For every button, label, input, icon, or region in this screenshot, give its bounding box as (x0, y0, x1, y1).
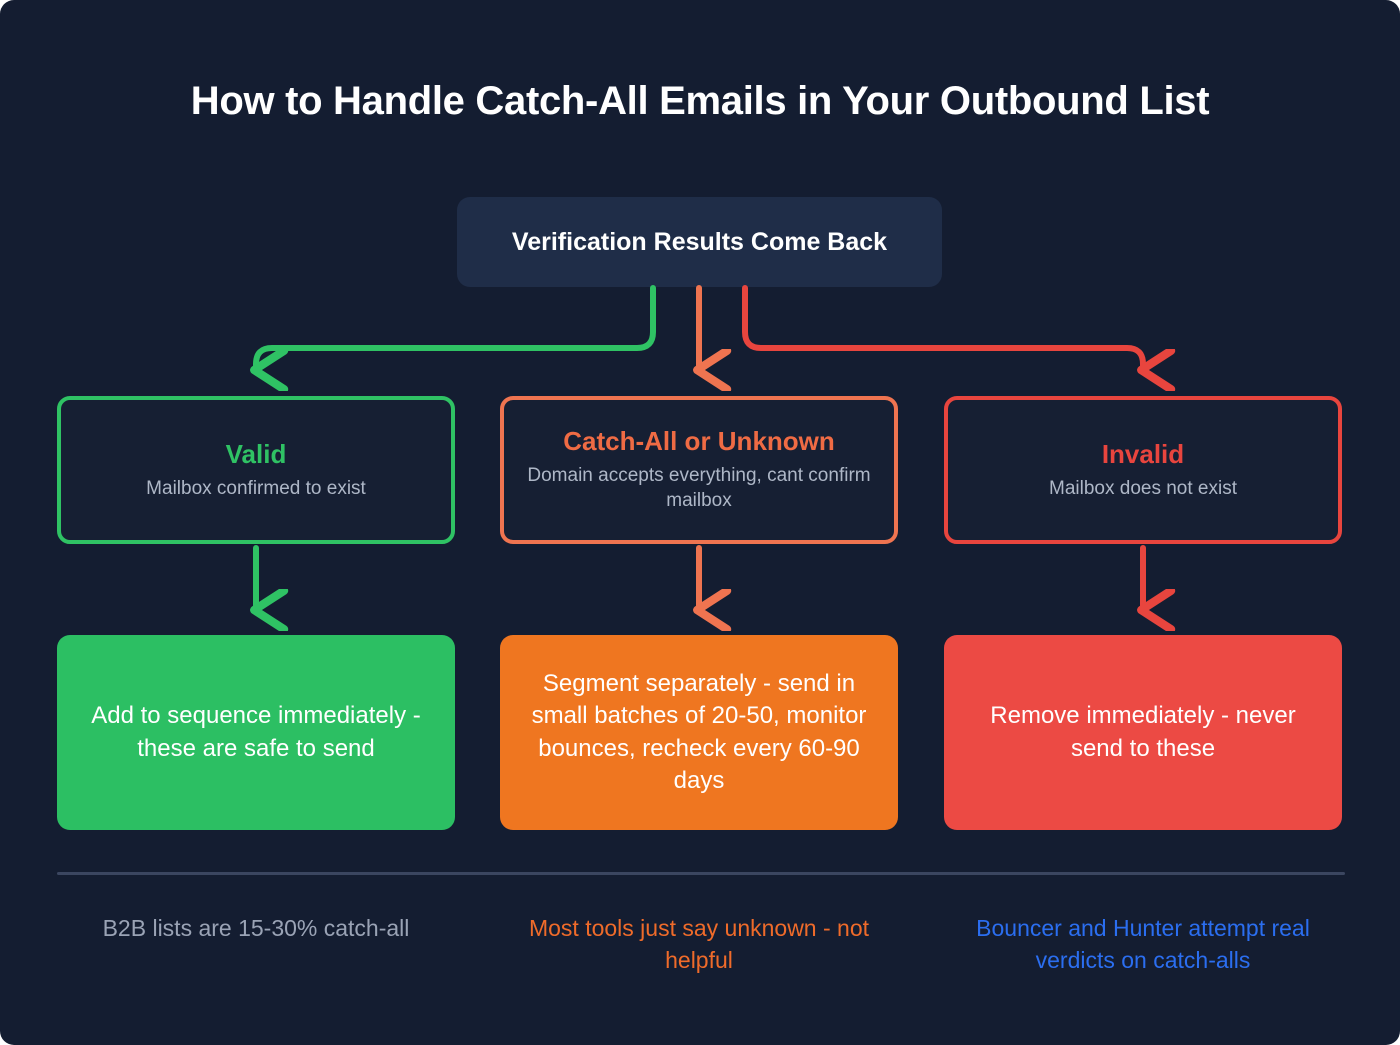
node-category-valid-subtitle: Mailbox confirmed to exist (146, 477, 366, 499)
connector-root-to-valid (256, 285, 656, 370)
node-category-invalid[interactable]: Invalid Mailbox does not exist (944, 396, 1342, 544)
connector-root-to-invalid (742, 285, 1143, 370)
node-category-catchall-title: Catch-All or Unknown (563, 426, 835, 457)
footer-note-invalid: Bouncer and Hunter attempt real verdicts… (976, 915, 1310, 974)
node-category-invalid-title: Invalid (1101, 438, 1185, 469)
footer-divider (57, 872, 1345, 875)
footer-note-catchall: Most tools just say unknown - not helpfu… (528, 915, 870, 974)
node-action-catchall-text: Segment separately - send in small batch… (531, 669, 867, 794)
page-title: How to Handle Catch-All Emails in Your O… (190, 79, 1210, 123)
node-category-valid[interactable]: Valid Mailbox confirmed to exist (57, 396, 455, 544)
node-category-catchall[interactable]: Catch-All or Unknown Domain accepts ever… (500, 396, 898, 544)
node-action-valid-text: Add to sequence immediately - these are … (91, 702, 421, 762)
node-category-catchall-subtitle: Domain accepts everything, cant confirm … (527, 464, 871, 512)
node-action-valid[interactable]: Add to sequence immediately - these are … (57, 635, 455, 830)
node-verification-results[interactable]: Verification Results Come Back (457, 197, 942, 287)
node-action-catchall[interactable]: Segment separately - send in small batch… (500, 635, 898, 830)
node-verification-results-label: Verification Results Come Back (511, 227, 888, 256)
node-category-invalid-subtitle: Mailbox does not exist (1049, 477, 1237, 499)
node-category-valid-title: Valid (225, 438, 287, 469)
node-action-invalid[interactable]: Remove immediately - never send to these (944, 635, 1342, 830)
footer-note-valid: B2B lists are 15-30% catch-all (102, 915, 410, 941)
node-action-invalid-text: Remove immediately - never send to these (990, 702, 1296, 762)
